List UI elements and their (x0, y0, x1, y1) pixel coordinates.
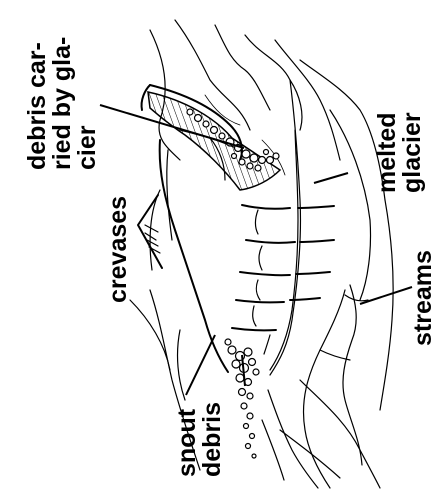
svg-text:snout: snout (173, 408, 201, 477)
leader-lines (100, 105, 412, 395)
label-streams: streams (409, 250, 437, 346)
svg-text:streams: streams (409, 250, 437, 346)
svg-text:cier: cier (73, 125, 101, 170)
svg-text:ried by gla-: ried by gla- (48, 37, 76, 170)
label-snout-debris: snout debris (173, 402, 226, 477)
crevasses (232, 205, 334, 354)
leader-streams (360, 287, 412, 304)
label-melted-glacier: melted glacier (373, 112, 426, 193)
svg-text:melted: melted (373, 112, 401, 193)
svg-text:crevases: crevases (104, 196, 132, 303)
svg-text:glacier: glacier (398, 112, 426, 193)
leader-snout-debris (186, 335, 215, 395)
svg-text:debris: debris (198, 402, 226, 477)
label-crevases: crevases (104, 196, 132, 303)
svg-text:debris car-: debris car- (23, 42, 51, 170)
label-debris-carried: debris car- ried by gla- cier (23, 37, 101, 170)
leader-melted-glacier (314, 173, 348, 183)
